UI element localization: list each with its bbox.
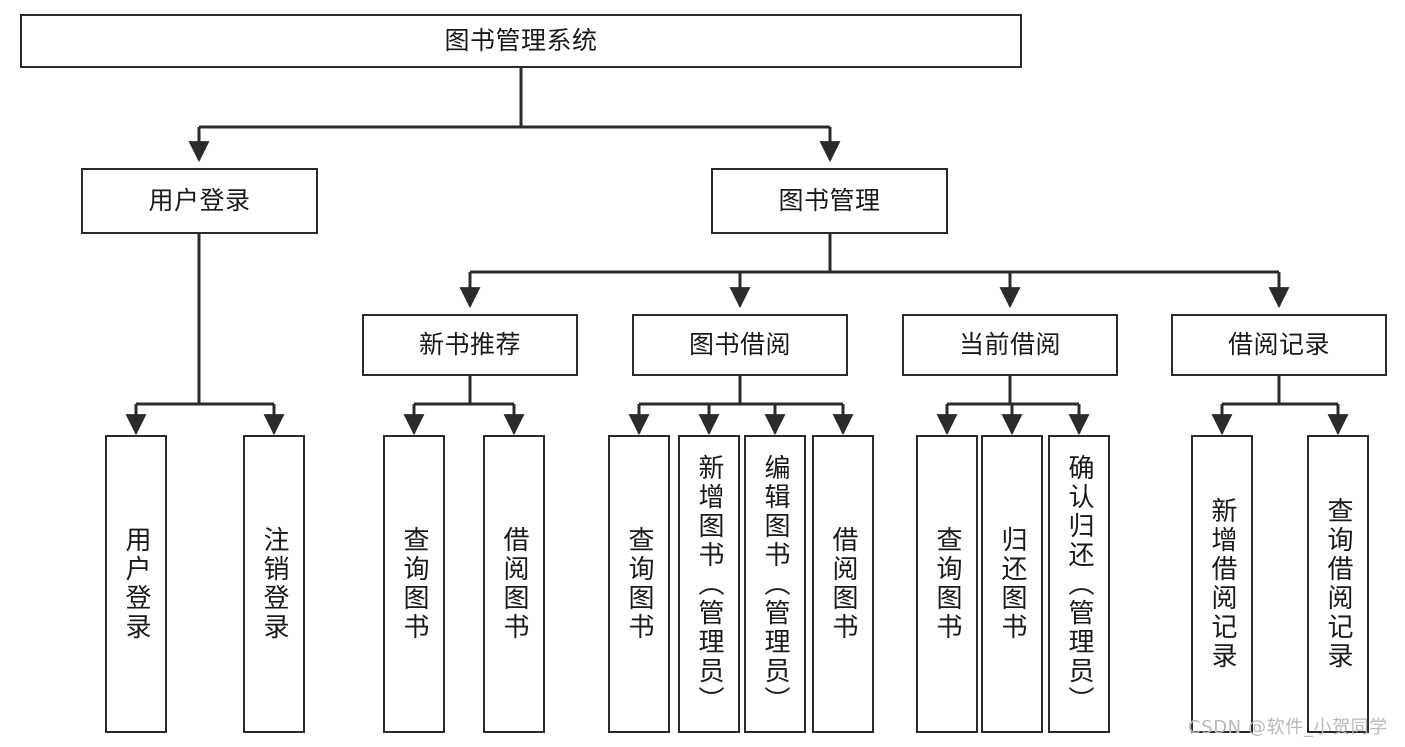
leaf-current-confirm-return-admin[interactable]: 确认归还（管理员） bbox=[1048, 435, 1110, 733]
node-label: 确认归还（管理员） bbox=[1064, 453, 1094, 715]
node-label: 查询图书 bbox=[624, 526, 654, 642]
leaf-borrow-query-book[interactable]: 查询图书 bbox=[608, 435, 670, 733]
leaf-user-login-login[interactable]: 用户登录 bbox=[105, 435, 167, 733]
node-book-management[interactable]: 图书管理 bbox=[711, 168, 948, 234]
node-label: 图书管理 bbox=[778, 186, 881, 216]
leaf-recommend-query-book[interactable]: 查询图书 bbox=[383, 435, 445, 733]
leaf-records-add-record[interactable]: 新增借阅记录 bbox=[1191, 435, 1253, 733]
node-book-borrow[interactable]: 图书借阅 bbox=[632, 314, 848, 376]
node-borrow-records[interactable]: 借阅记录 bbox=[1171, 314, 1387, 376]
node-label: 用户登录 bbox=[121, 526, 151, 642]
node-label: 当前借阅 bbox=[958, 330, 1061, 360]
node-label: 借阅图书 bbox=[828, 526, 858, 642]
leaf-borrow-add-book-admin[interactable]: 新增图书（管理员） bbox=[678, 435, 740, 733]
leaf-records-query-record[interactable]: 查询借阅记录 bbox=[1307, 435, 1369, 733]
node-label: 归还图书 bbox=[997, 526, 1027, 642]
node-label: 图书借阅 bbox=[688, 330, 791, 360]
node-label: 查询图书 bbox=[932, 526, 962, 642]
node-label: 借阅记录 bbox=[1227, 330, 1330, 360]
node-label: 查询图书 bbox=[399, 526, 429, 642]
node-label: 新增借阅记录 bbox=[1207, 497, 1237, 671]
node-current-borrow[interactable]: 当前借阅 bbox=[902, 314, 1118, 376]
leaf-current-return-book[interactable]: 归还图书 bbox=[981, 435, 1043, 733]
leaf-borrow-borrow-book[interactable]: 借阅图书 bbox=[812, 435, 874, 733]
node-label: 编辑图书（管理员） bbox=[760, 453, 790, 715]
leaf-borrow-edit-book-admin[interactable]: 编辑图书（管理员） bbox=[744, 435, 806, 733]
csdn-watermark: CSDN @软件_小贺同学 bbox=[1188, 717, 1388, 738]
leaf-user-login-logout[interactable]: 注销登录 bbox=[243, 435, 305, 733]
node-label: 注销登录 bbox=[259, 526, 289, 642]
node-label: 借阅图书 bbox=[499, 526, 529, 642]
node-label: 新增图书（管理员） bbox=[694, 453, 724, 715]
leaf-current-query-book[interactable]: 查询图书 bbox=[916, 435, 978, 733]
node-label: 新书推荐 bbox=[418, 330, 521, 360]
node-label: 用户登录 bbox=[148, 186, 251, 216]
node-new-book-recommend[interactable]: 新书推荐 bbox=[362, 314, 578, 376]
leaf-recommend-borrow-book[interactable]: 借阅图书 bbox=[483, 435, 545, 733]
node-root-system[interactable]: 图书管理系统 bbox=[20, 14, 1022, 68]
node-label: 查询借阅记录 bbox=[1323, 497, 1353, 671]
node-label: 图书管理系统 bbox=[444, 26, 598, 56]
node-user-login[interactable]: 用户登录 bbox=[81, 168, 318, 234]
